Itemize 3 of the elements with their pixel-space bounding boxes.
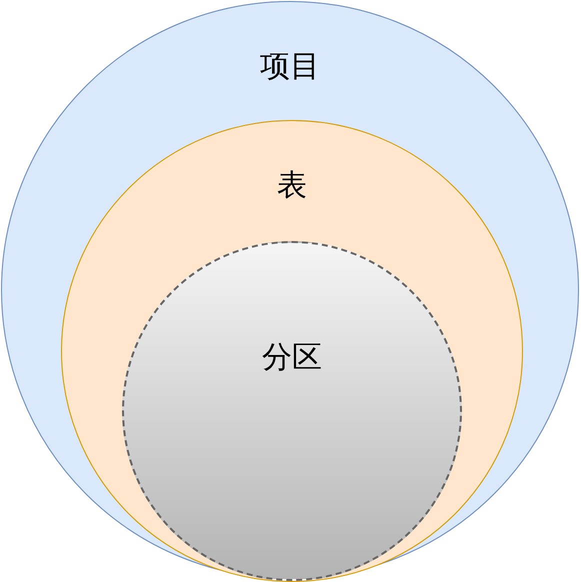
circle-label: 分区: [262, 339, 322, 377]
circle-label: 项目: [260, 48, 320, 86]
circle-label: 表: [277, 167, 307, 205]
